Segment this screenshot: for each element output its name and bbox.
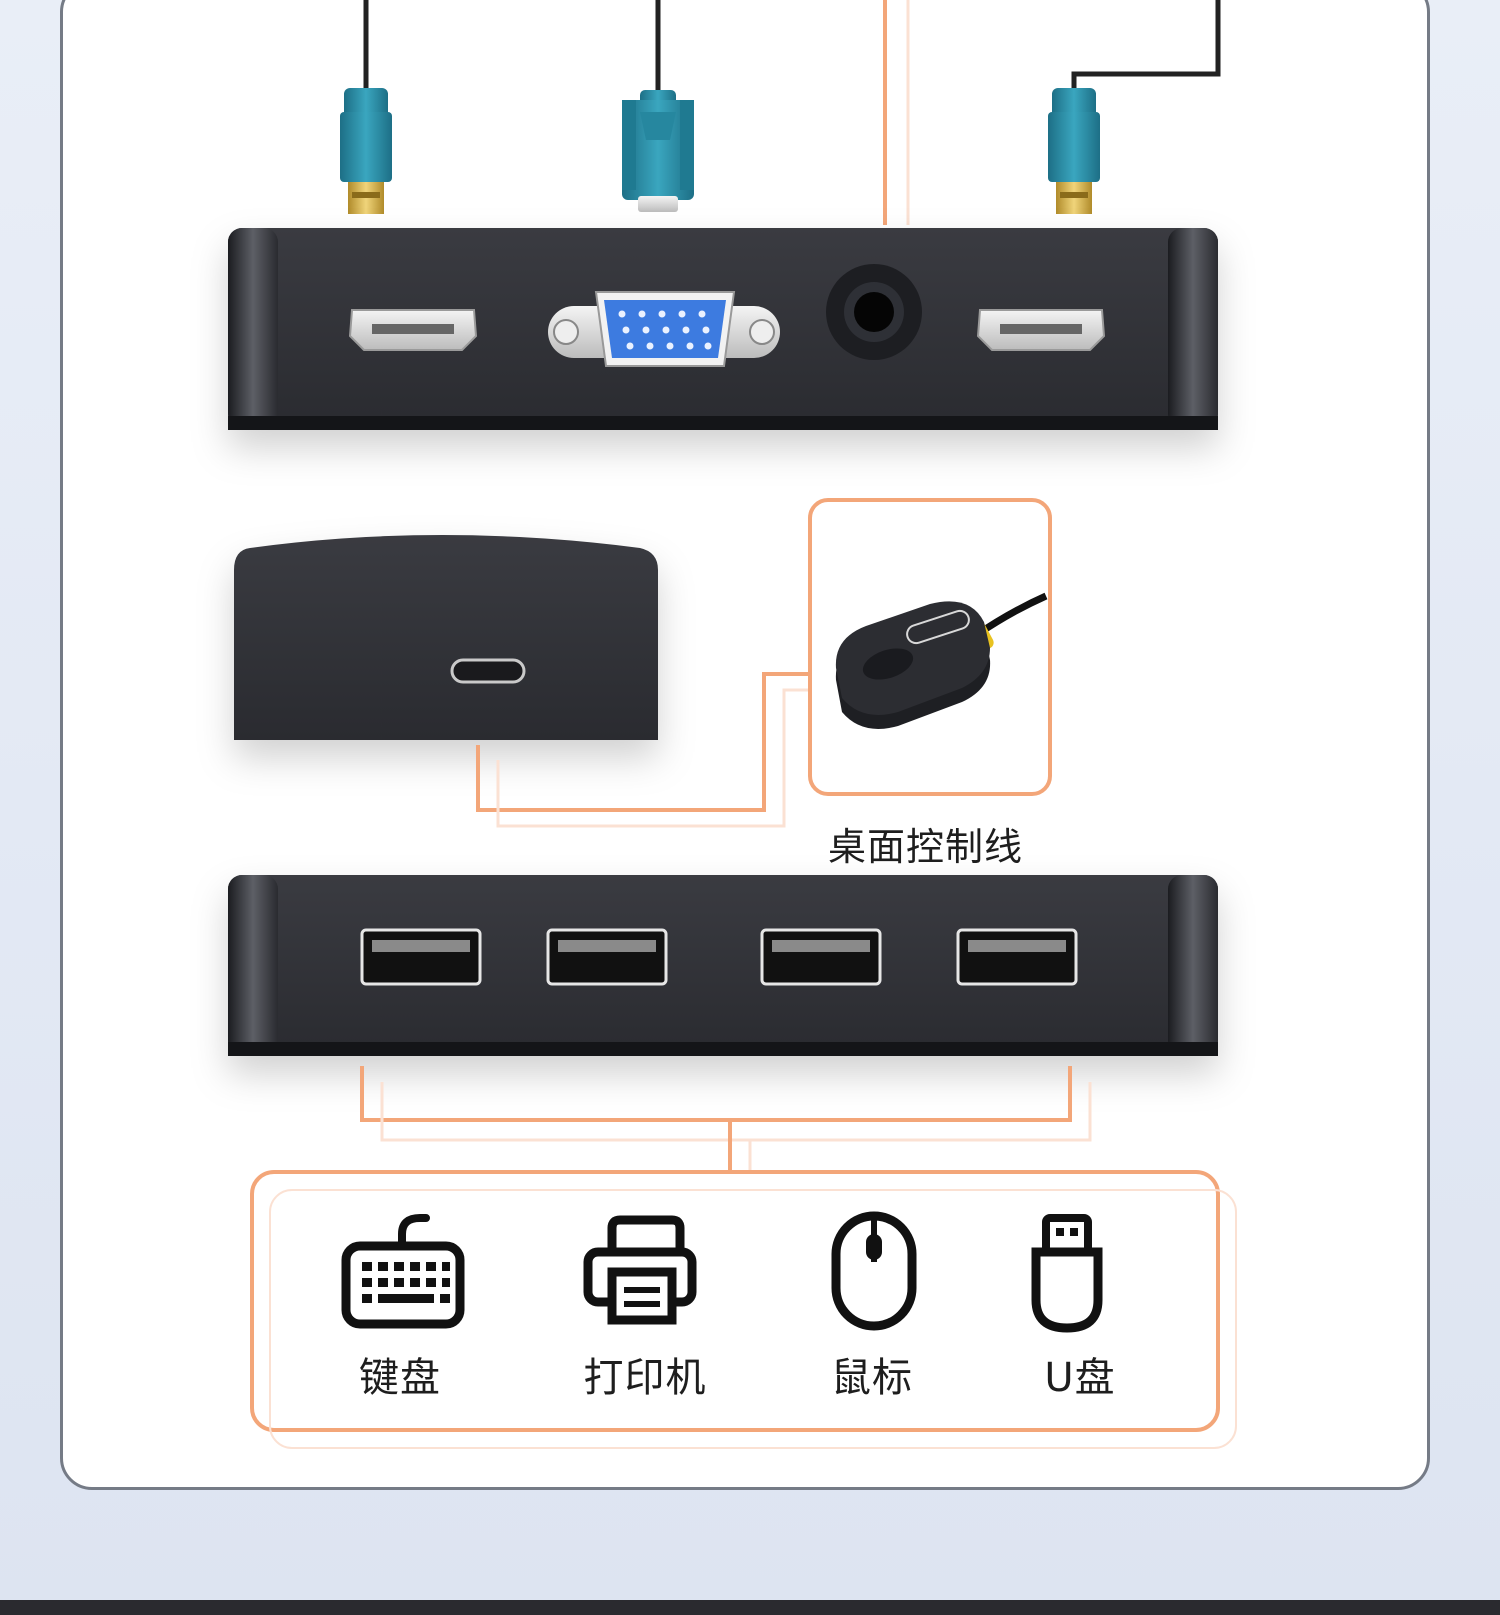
peripheral-label-keyboard: 键盘 bbox=[359, 1355, 441, 1401]
mouse-icon bbox=[831, 1211, 917, 1331]
kvm-side-panel bbox=[234, 535, 658, 740]
printer-icon bbox=[583, 1215, 697, 1325]
vga-port bbox=[548, 291, 780, 367]
usb-port-1 bbox=[360, 928, 482, 986]
hdmi-port-right bbox=[976, 309, 1106, 351]
connector-line-typec bbox=[476, 672, 812, 812]
usb-port-4 bbox=[956, 928, 1078, 986]
hdmi-cable-right bbox=[1048, 0, 1221, 214]
bottom-band bbox=[0, 1600, 1500, 1615]
vga-cable bbox=[622, 0, 694, 212]
peripheral-label-usb-drive: U盘 bbox=[1044, 1355, 1116, 1401]
audio-jack-port bbox=[826, 264, 922, 360]
desk-control-cable-label: 桌面控制线 bbox=[828, 825, 1024, 869]
keyboard-icon bbox=[341, 1214, 465, 1329]
connector-line-usb bbox=[360, 1066, 1092, 1180]
desk-control-cable-icon bbox=[835, 592, 1048, 729]
usb-port-2 bbox=[546, 928, 668, 986]
hdmi-port-left bbox=[348, 309, 478, 351]
kvm-usb-panel bbox=[228, 875, 1218, 1056]
peripherals-frame bbox=[250, 1170, 1220, 1432]
audio-cable bbox=[883, 0, 910, 225]
peripheral-label-mouse: 鼠标 bbox=[831, 1355, 913, 1401]
usb-port-3 bbox=[760, 928, 882, 986]
usb-drive-icon bbox=[1031, 1214, 1103, 1333]
hdmi-cable-left bbox=[340, 0, 392, 214]
type-c-port bbox=[450, 658, 526, 684]
peripheral-label-printer: 打印机 bbox=[583, 1355, 707, 1401]
